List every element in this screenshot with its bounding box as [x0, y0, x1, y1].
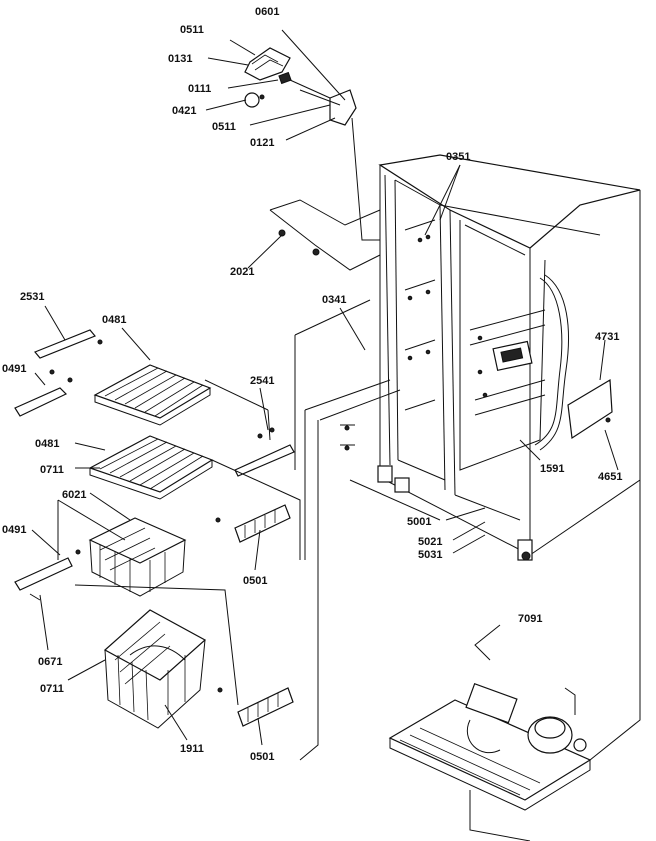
ice-maker-assembly — [244, 47, 357, 126]
label-1591: 1591 — [540, 463, 564, 475]
label-0351: 0351 — [446, 151, 470, 163]
shelf-rail-0491-upper — [14, 369, 73, 417]
label-0111: 0111 — [188, 83, 211, 95]
bracket-4731 — [567, 378, 613, 440]
shelf-rail-2541 — [234, 409, 295, 477]
label-0121: 0121 — [250, 137, 274, 149]
wire-basket-upper — [88, 517, 187, 597]
label-0511-mid: 0511 — [212, 121, 236, 133]
wire-shelf-lower — [88, 435, 214, 500]
basket-guide-lower — [217, 687, 294, 727]
part-labels: 0601 0511 0131 0111 0421 0511 0121 0351 … — [2, 6, 622, 763]
label-0601-top: 0601 — [255, 6, 279, 18]
label-0501-upper: 0501 — [243, 575, 267, 587]
label-0501-lower: 0501 — [250, 751, 274, 763]
label-0341: 0341 — [322, 294, 346, 306]
label-2541: 2541 — [250, 375, 274, 387]
label-0511-top: 0511 — [180, 24, 204, 36]
label-5001: 5001 — [407, 516, 431, 528]
refrigerator-cabinet — [340, 154, 641, 561]
compressor-assembly — [388, 682, 592, 811]
label-5031: 5031 — [418, 549, 442, 561]
label-0421: 0421 — [172, 105, 196, 117]
shelf-rail-2531 — [34, 329, 103, 359]
basket-rail-0491 — [14, 549, 81, 601]
label-0131: 0131 — [168, 53, 192, 65]
wire-shelf-upper — [93, 364, 212, 426]
basket-guide-upper — [215, 504, 291, 543]
label-4731: 4731 — [595, 331, 619, 343]
mounting-bracket-2021 — [269, 199, 381, 271]
label-0671: 0671 — [38, 656, 62, 668]
label-0491-upper: 0491 — [2, 363, 26, 375]
label-5021: 5021 — [418, 536, 442, 548]
label-0481-lower: 0481 — [35, 438, 59, 450]
label-7091: 7091 — [518, 613, 542, 625]
label-2531: 2531 — [20, 291, 44, 303]
label-0491-lower: 0491 — [2, 524, 26, 536]
label-0711-upper: 0711 — [40, 464, 64, 476]
label-0711-lower: 0711 — [40, 683, 64, 695]
label-6021: 6021 — [62, 489, 86, 501]
label-2021: 2021 — [230, 266, 254, 278]
leader-lines — [31, 29, 641, 841]
label-4651: 4651 — [598, 471, 622, 483]
label-0481-upper: 0481 — [102, 314, 126, 326]
wire-basket-lower — [103, 609, 207, 729]
label-1911: 1911 — [180, 743, 204, 755]
